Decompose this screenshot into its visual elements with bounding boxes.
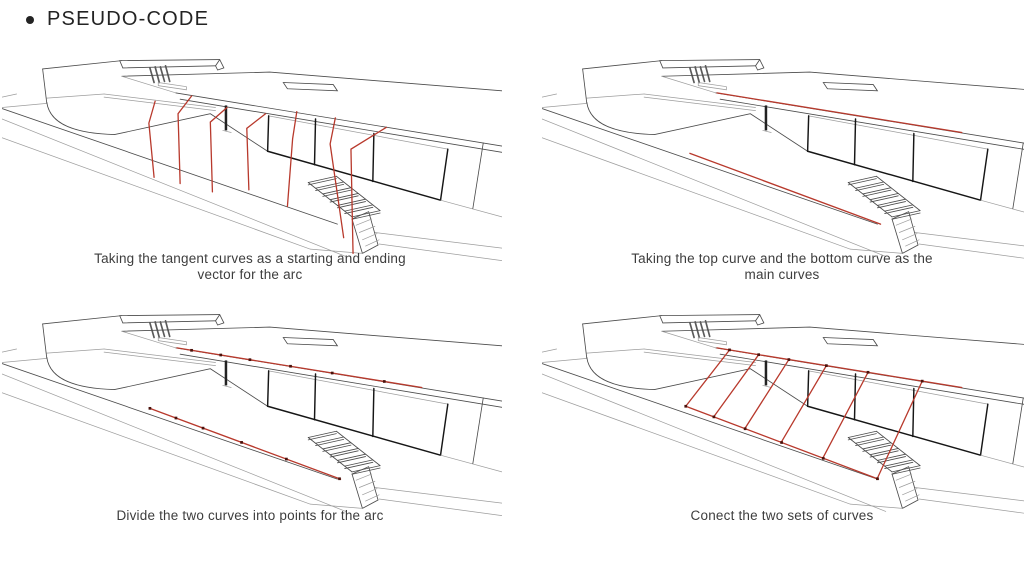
caption-line: Divide the two curves into points for th… [116,508,384,523]
caption-connected-sets: Conect the two sets of curves [532,508,1024,524]
slide-title-text: PSEUDO-CODE [47,8,210,30]
caption-main-curves: Taking the top curve and the bottom curv… [532,251,1024,283]
caption-line: Taking the tangent curves as a starting … [94,251,406,266]
caption-divided-points: Divide the two curves into points for th… [0,508,500,524]
caption-line: Conect the two sets of curves [690,508,874,523]
caption-tangent-vectors: Taking the tangent curves as a starting … [0,251,500,283]
caption-line: vector for the arc [197,267,303,282]
red-overlay-connected-sets [684,347,963,481]
panel-sketch-connected-sets [542,313,1024,517]
panel-sketch-divided-points [2,313,502,517]
caption-line: Taking the top curve and the bottom curv… [631,251,933,266]
panel-sketch-main-curves [542,58,1024,262]
slide-title: PSEUDO-CODE [26,8,209,31]
red-overlay-divided-points [148,347,423,481]
red-overlay-main-curves [689,92,963,225]
panel-sketch-tangent-vectors [2,58,502,262]
red-overlay-tangent-vectors [148,95,388,254]
caption-line: main curves [744,267,820,282]
bullet-icon [26,15,34,24]
